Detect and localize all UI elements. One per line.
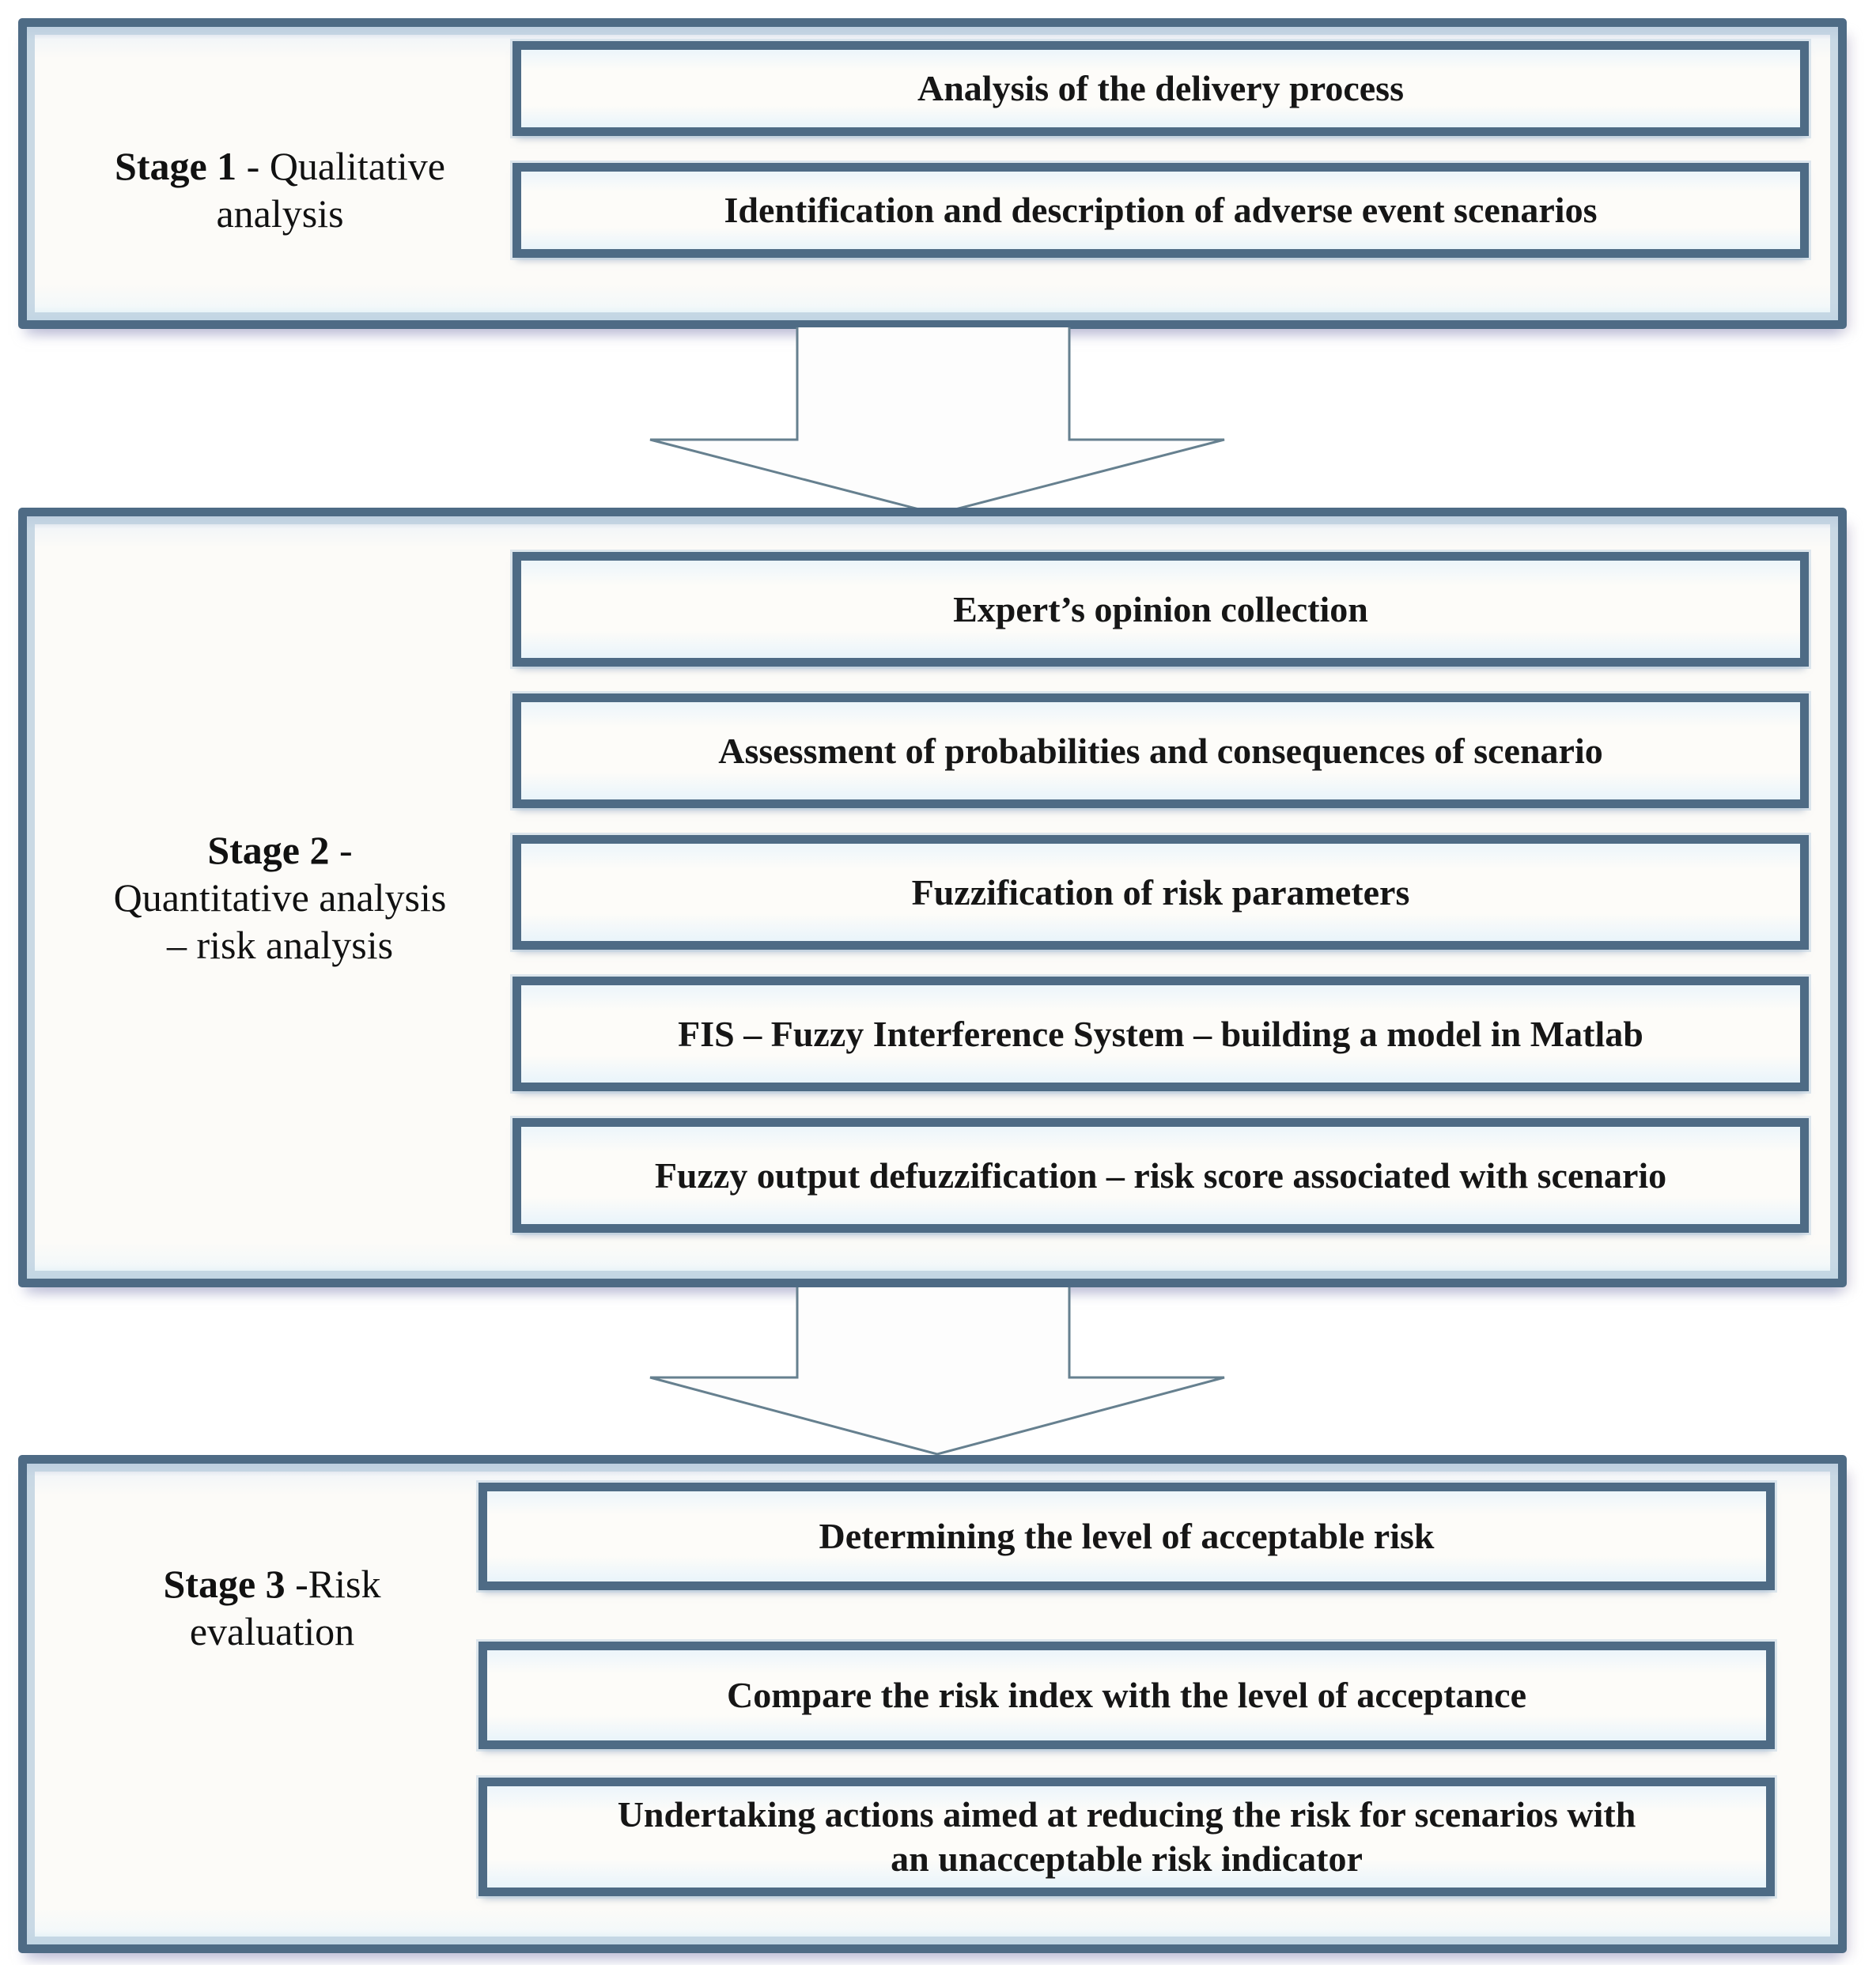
stage1-label: Stage 1 - Qualitative analysis	[59, 142, 501, 237]
stage1-label-line2: analysis	[216, 191, 344, 236]
process-box-acceptable-risk-level: Determining the level of acceptable risk	[478, 1483, 1775, 1590]
process-box-fuzzification: Fuzzification of risk parameters	[512, 835, 1809, 950]
stage2-label-line1: Stage 2 -	[59, 826, 501, 874]
down-arrow-icon	[649, 1287, 1225, 1456]
stage3-label: Stage 3 -Risk evaluation	[51, 1560, 494, 1655]
stage1-label-text: - Qualitative	[236, 144, 445, 188]
stage2-label: Stage 2 - Quantitative analysis – risk a…	[59, 826, 501, 969]
process-box-fis-matlab: FIS – Fuzzy Interference System – buildi…	[512, 977, 1809, 1091]
stage2-container: Stage 2 - Quantitative analysis – risk a…	[18, 508, 1847, 1287]
stage3-label-line1: Stage 3 -Risk	[51, 1560, 494, 1608]
process-box-analysis-delivery: Analysis of the delivery process	[512, 41, 1809, 136]
process-box-expert-opinion: Expert’s opinion collection	[512, 552, 1809, 667]
stage3-container: Stage 3 -Risk evaluation Determining the…	[18, 1455, 1847, 1953]
stage1-number: Stage 1	[115, 144, 237, 188]
stage3-number: Stage 3	[163, 1562, 286, 1606]
process-box-compare-risk-index: Compare the risk index with the level of…	[478, 1642, 1775, 1749]
process-box-undertaking-actions: Undertaking actions aimed at reducing th…	[478, 1778, 1775, 1896]
stage1-container: Stage 1 - Qualitative analysis Analysis …	[18, 18, 1847, 329]
process-box-identification-scenarios: Identification and description of advers…	[512, 163, 1809, 258]
process-box-defuzzification: Fuzzy output defuzzification – risk scor…	[512, 1118, 1809, 1233]
stage3-label-line2: evaluation	[189, 1609, 355, 1653]
down-arrow-icon	[649, 327, 1225, 516]
stage2-label-line3: – risk analysis	[166, 923, 394, 967]
process-box-assessment-probabilities: Assessment of probabilities and conseque…	[512, 693, 1809, 808]
stage1-label-line1: Stage 1 - Qualitative	[59, 142, 501, 190]
stage2-label-line2: Quantitative analysis	[113, 875, 447, 920]
stage2-label-text: -	[329, 828, 353, 872]
stage2-number: Stage 2	[207, 828, 330, 872]
stage3-label-text: -Risk	[285, 1562, 381, 1606]
